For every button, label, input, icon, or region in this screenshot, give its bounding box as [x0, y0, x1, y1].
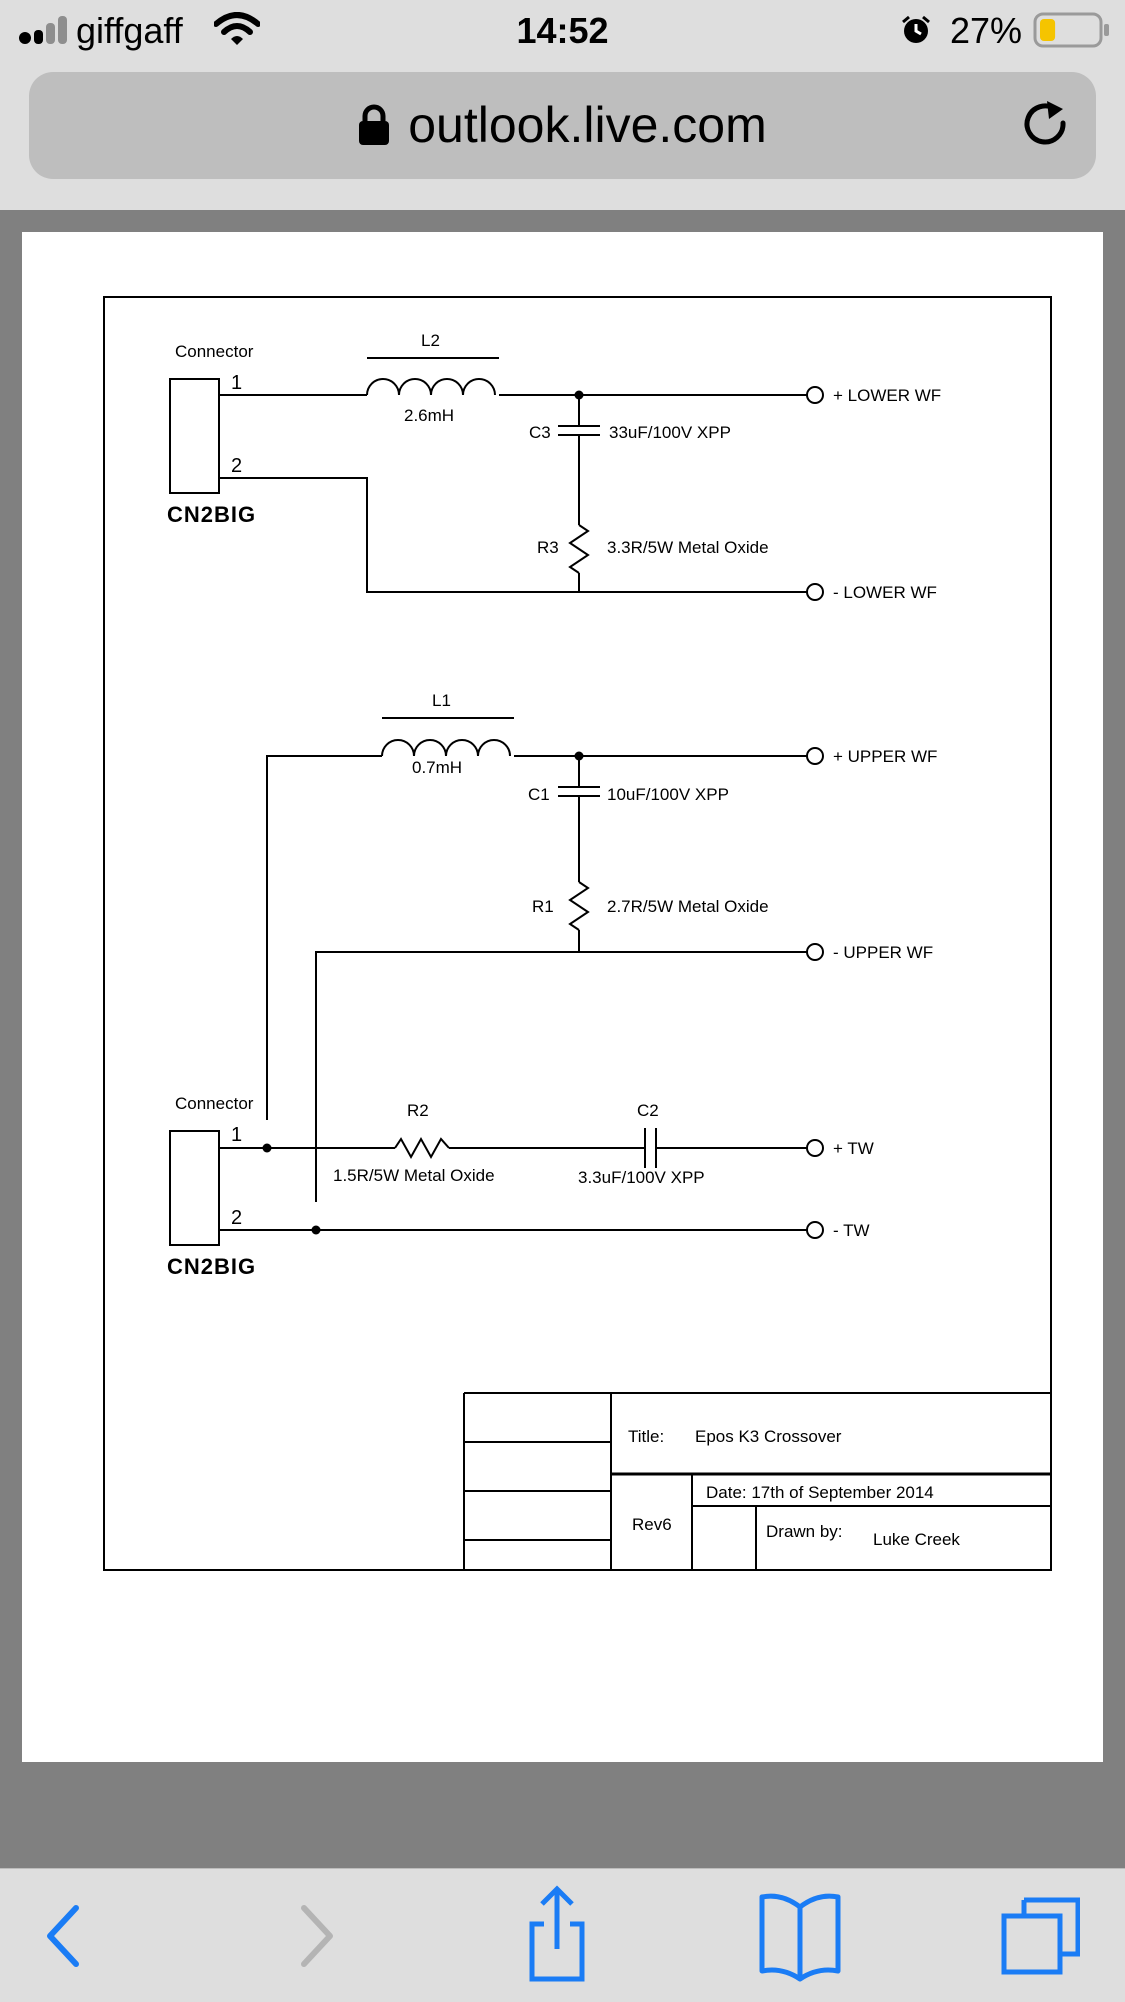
r3-ref: R3	[537, 538, 559, 557]
terminal-tw-neg	[806, 1221, 824, 1239]
connector-top-body	[169, 378, 220, 494]
terminal-tw-neg-label: - TW	[833, 1221, 870, 1240]
r1-value: 2.7R/5W Metal Oxide	[607, 897, 769, 916]
drawn-by-label: Drawn by:	[766, 1522, 843, 1541]
url-text: outlook.live.com	[408, 97, 767, 153]
inductor-l2	[366, 378, 496, 396]
c2-value: 3.3uF/100V XPP	[578, 1168, 705, 1187]
c3-value: 33uF/100V XPP	[609, 423, 731, 442]
carrier-name: giffgaff	[76, 10, 183, 51]
resistor-r1	[568, 881, 590, 931]
lock-icon	[359, 104, 390, 145]
document-page[interactable]: Connector 1 2 CN2BIG L2 2.6mH C3 33uF/10…	[22, 232, 1103, 1762]
l2-value: 2.6mH	[404, 406, 454, 425]
battery-icon	[1033, 12, 1109, 48]
terminal-tw-pos	[806, 1139, 824, 1157]
url-display[interactable]: outlook.live.com	[29, 96, 1096, 154]
junction-dot	[311, 1225, 321, 1235]
terminal-upper-wf-pos	[806, 747, 824, 765]
r2-value: 1.5R/5W Metal Oxide	[333, 1166, 495, 1185]
terminal-upper-wf-pos-label: + UPPER WF	[833, 747, 937, 766]
connector-bottom-pin2: 2	[231, 1207, 242, 1229]
r3-value: 3.3R/5W Metal Oxide	[607, 538, 769, 557]
browser-chrome-top: giffgaff 14:52 27% outlook.live.com	[0, 0, 1125, 210]
connector-bottom-body	[169, 1130, 220, 1246]
junction-dot	[574, 751, 584, 761]
title-block	[463, 1392, 1051, 1570]
capacitor-c3	[558, 425, 600, 436]
forward-icon	[301, 1905, 333, 1967]
c1-ref: C1	[528, 785, 550, 804]
share-icon[interactable]	[522, 1869, 592, 2002]
terminal-lower-wf-pos	[806, 386, 824, 404]
crossover-schematic: Connector 1 2 CN2BIG L2 2.6mH C3 33uF/10…	[103, 296, 1052, 1571]
resistor-r3	[568, 524, 590, 574]
address-bar[interactable]: outlook.live.com	[29, 72, 1096, 179]
l2-ref: L2	[421, 331, 440, 350]
r2-ref: R2	[407, 1101, 429, 1120]
date-text: Date: 17th of September 2014	[706, 1483, 934, 1502]
bookmarks-icon[interactable]	[757, 1869, 843, 2002]
capacitor-c2	[644, 1128, 657, 1168]
connector-bottom-part: CN2BIG	[167, 1254, 256, 1279]
battery-fill	[1040, 19, 1056, 41]
drawing-frame	[103, 296, 1052, 1571]
l1-ref: L1	[432, 691, 451, 710]
terminal-lower-wf-neg-label: - LOWER WF	[833, 583, 937, 602]
title-label: Title:	[628, 1427, 664, 1446]
connector-top-pin2: 2	[231, 455, 242, 477]
connector-top-part: CN2BIG	[167, 502, 256, 527]
connector-top-label: Connector	[175, 342, 254, 361]
terminal-upper-wf-neg	[806, 943, 824, 961]
terminal-lower-wf-pos-label: + LOWER WF	[833, 386, 941, 405]
c1-value: 10uF/100V XPP	[607, 785, 729, 804]
capacitor-c1	[558, 786, 600, 797]
c3-ref: C3	[529, 423, 551, 442]
resistor-r2	[394, 1136, 450, 1160]
browser-toolbar	[0, 1868, 1125, 2002]
drawing-title: Epos K3 Crossover	[695, 1427, 842, 1446]
clock: 14:52	[516, 10, 609, 51]
connector-bottom-pin1: 1	[231, 1124, 242, 1146]
reload-icon[interactable]	[1019, 97, 1075, 153]
r1-ref: R1	[532, 897, 554, 916]
back-icon[interactable]	[32, 1869, 102, 2002]
c2-ref: C2	[637, 1101, 659, 1120]
junction-dot	[262, 1143, 272, 1153]
battery-percent: 27%	[950, 10, 1023, 51]
junction-dot	[574, 390, 584, 400]
wire	[219, 477, 815, 593]
terminal-upper-wf-neg-label: - UPPER WF	[833, 943, 933, 962]
wifi-icon	[214, 12, 260, 45]
alarm-icon	[902, 15, 930, 43]
inductor-l1	[381, 739, 511, 757]
drawn-by-name: Luke Creek	[873, 1530, 960, 1549]
terminal-tw-pos-label: + TW	[833, 1139, 874, 1158]
wire	[266, 755, 382, 1120]
signal-icon	[19, 16, 67, 44]
l1-value: 0.7mH	[412, 758, 462, 777]
terminal-lower-wf-neg	[806, 583, 824, 601]
tabs-icon[interactable]	[1000, 1869, 1080, 2002]
rev-text: Rev6	[632, 1515, 672, 1534]
connector-bottom-label: Connector	[175, 1094, 254, 1113]
connector-top-pin1: 1	[231, 372, 242, 394]
